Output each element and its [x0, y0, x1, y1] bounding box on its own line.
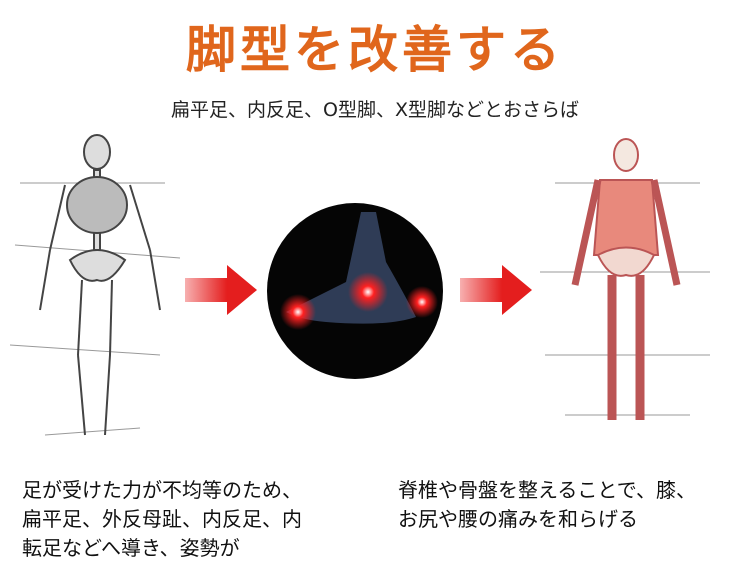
subtitle: 扁平足、内反足、O型脚、X型脚などとおさらば: [171, 99, 579, 121]
arrow-right-icon: [460, 265, 532, 315]
misaligned-skeleton-illustration: [10, 134, 181, 436]
caption-line: お尻や腰の痛みを和らげる: [398, 507, 638, 531]
caption-line: 足が受けた力が不均等のため、: [22, 478, 302, 502]
right-caption: 脊椎や骨盤を整えることで、膝、 お尻や腰の痛みを和らげる: [398, 476, 696, 534]
caption-line: 転足などへ導き、姿勢が: [22, 536, 240, 560]
arrow-right-icon: [185, 265, 257, 315]
caption-line: 脊椎や骨盤を整えることで、膝、: [398, 478, 696, 502]
left-caption: 足が受けた力が不均等のため、 扁平足、外反母趾、内反足、内 転足などへ導き、姿勢…: [22, 476, 302, 563]
page-title: 脚型を改善する: [186, 20, 564, 79]
aligned-skeleton-illustration: [540, 138, 710, 420]
caption-line: 扁平足、外反母趾、内反足、内: [22, 507, 302, 531]
foot-pain-illustration: [267, 203, 443, 379]
